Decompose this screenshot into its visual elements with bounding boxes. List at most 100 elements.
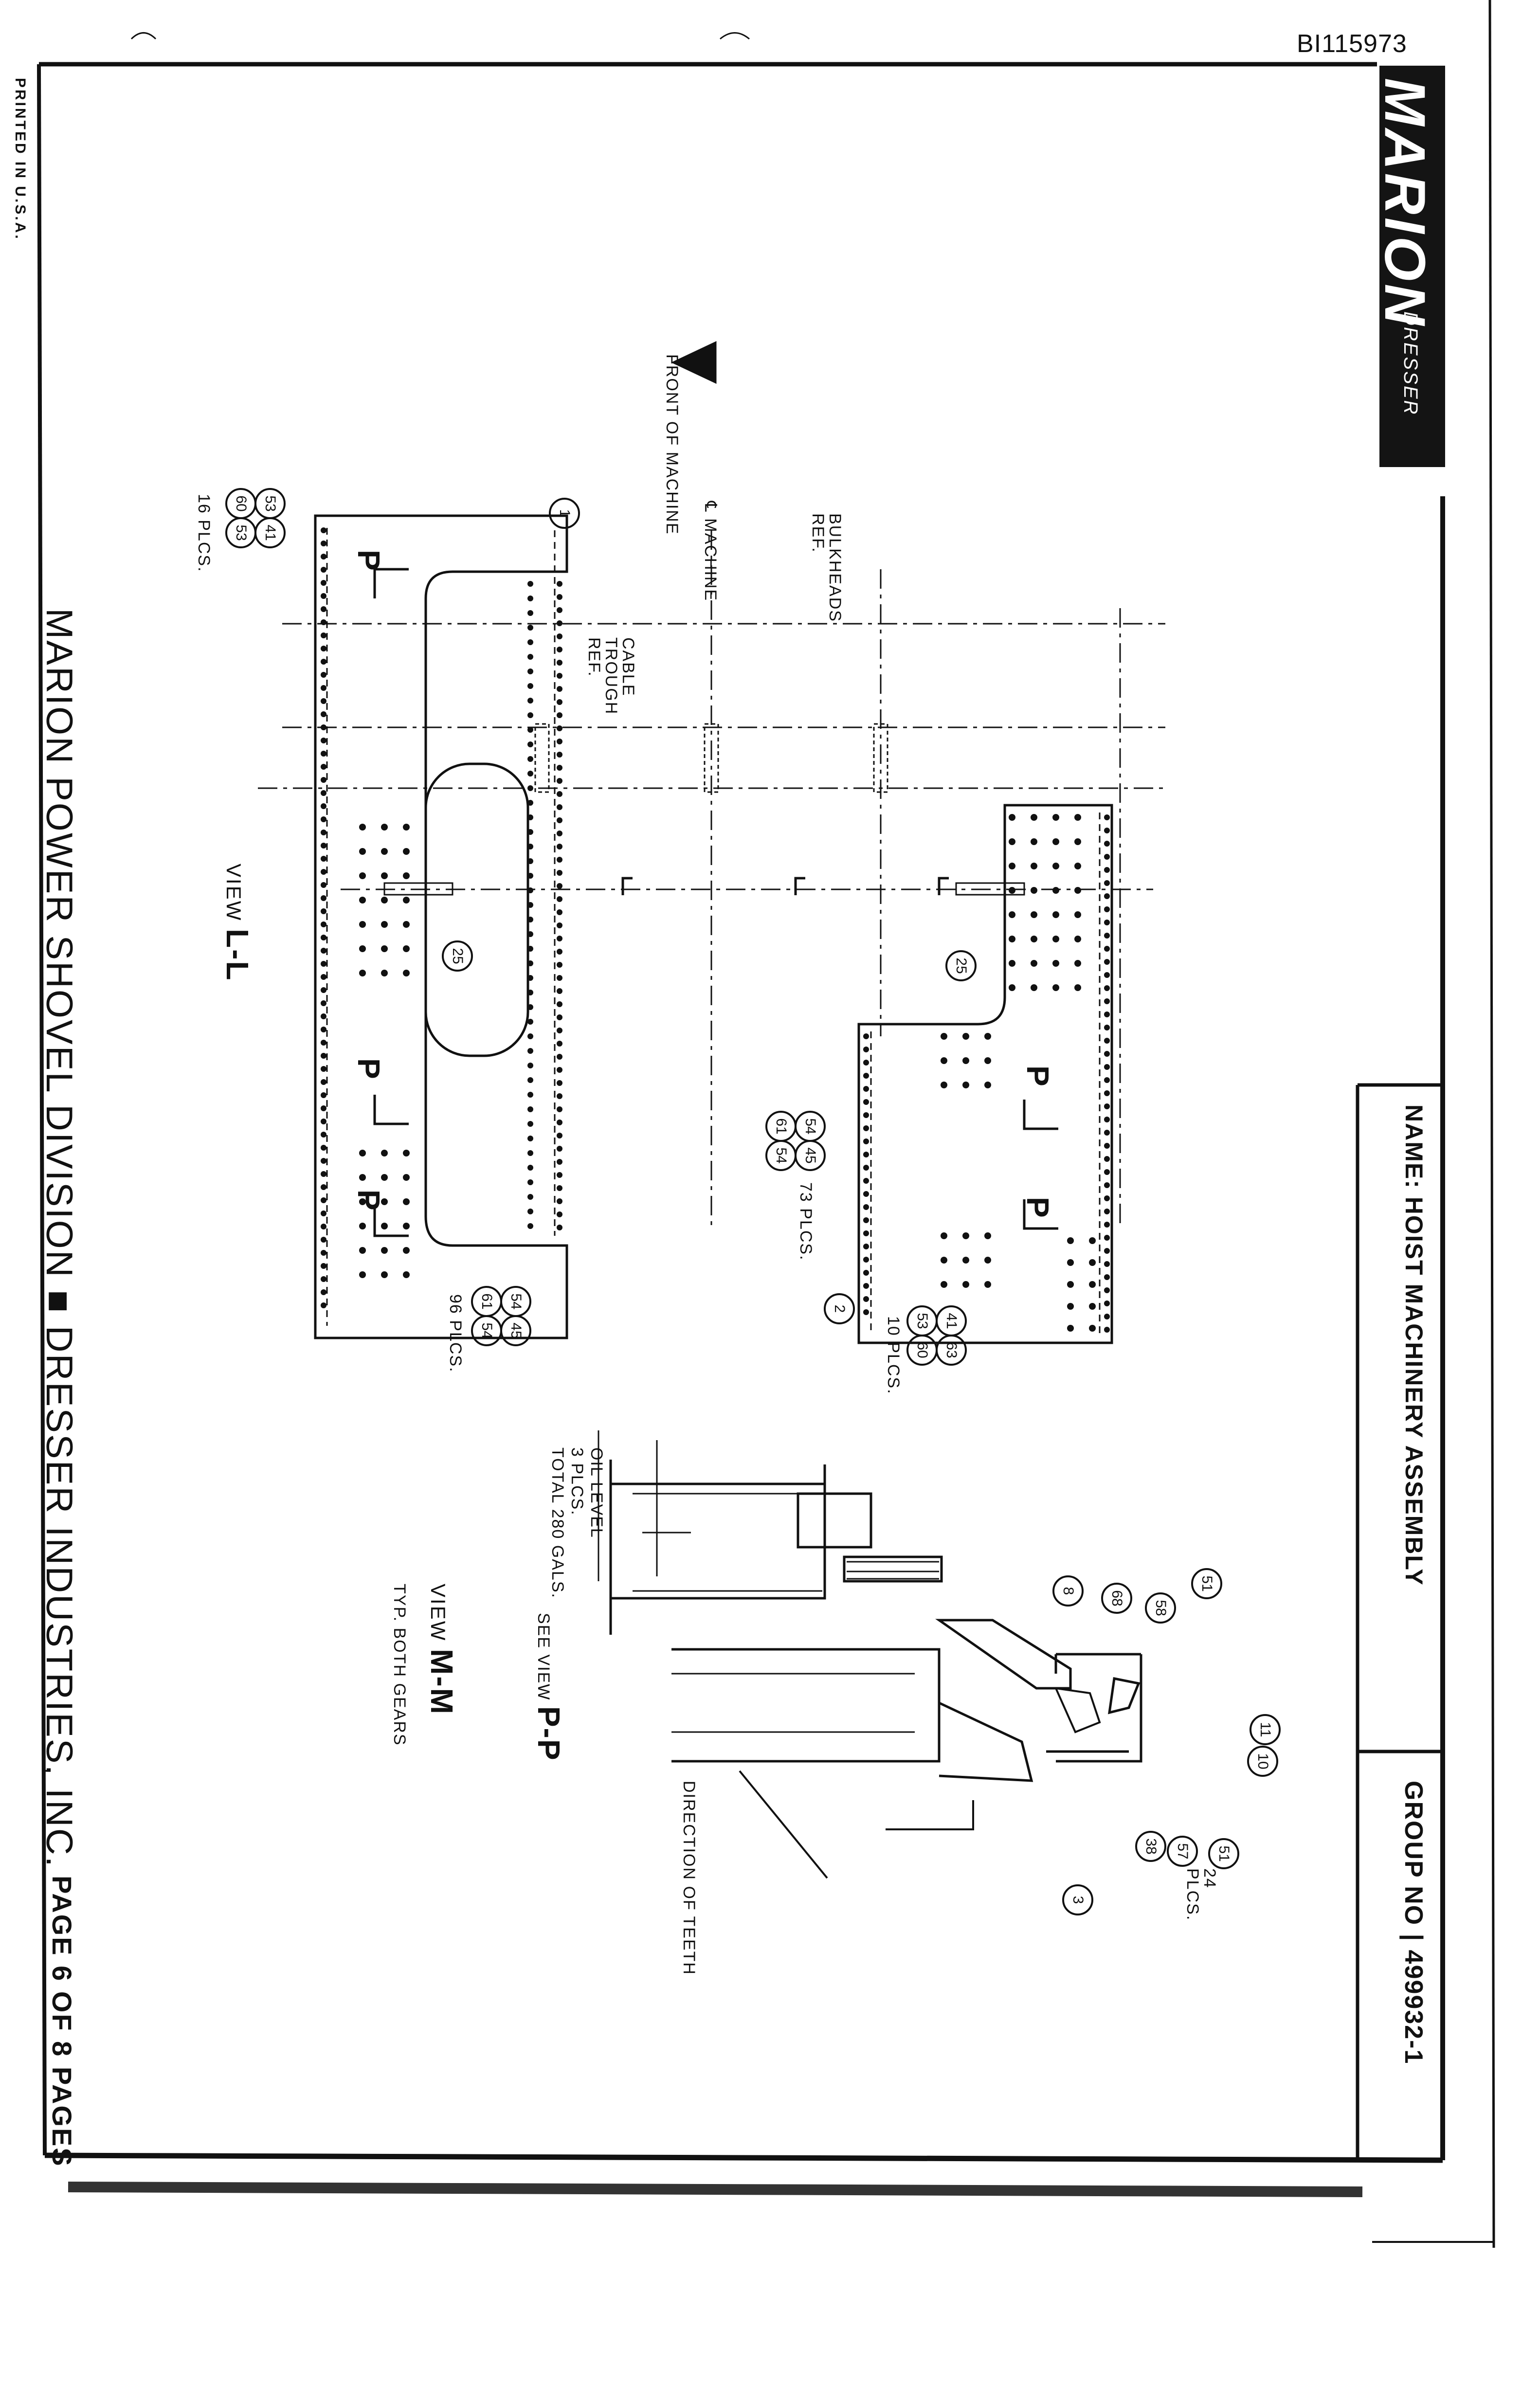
callout-circle-3 — [1062, 1884, 1093, 1915]
callout-circle-53 — [225, 517, 256, 548]
rivet-dot — [941, 1057, 947, 1064]
rivet-dot — [1031, 863, 1037, 869]
rivet-dot — [1074, 984, 1081, 991]
rivet-dot — [1052, 814, 1059, 821]
callout-2: 2 — [832, 1304, 848, 1313]
rivet-dot — [984, 1033, 991, 1040]
rivet-dot — [527, 771, 533, 777]
rivet-dot — [321, 1092, 326, 1098]
callout-38: 38 — [1143, 1838, 1159, 1855]
rivet-dot — [863, 1060, 869, 1066]
document-id: BI115973 — [1297, 30, 1407, 58]
rivet-dot — [863, 1047, 869, 1052]
section-letter-p: P — [351, 1190, 386, 1210]
callout-circle-54 — [765, 1140, 797, 1171]
lower-frame-plate — [314, 514, 568, 1339]
rivet-dot — [527, 683, 533, 689]
rivet-dot — [1067, 1303, 1074, 1310]
rivet-dot — [321, 685, 326, 691]
rivet-dot — [321, 908, 326, 914]
rivet-dot — [1031, 960, 1037, 967]
rivet-dot — [527, 698, 533, 704]
rivet-dot — [1104, 814, 1110, 820]
rivet-dot — [1052, 838, 1059, 845]
rivet-dot — [527, 727, 533, 733]
callout-51: 51 — [1199, 1575, 1215, 1592]
rivet-dot — [1052, 936, 1059, 942]
rivet-dot — [557, 1054, 562, 1060]
rivet-dot — [1104, 1261, 1110, 1267]
rivet-dot — [321, 1276, 326, 1282]
qty-10-label: 10 PLCS. — [884, 1316, 903, 1395]
rivet-dot — [557, 883, 562, 889]
view-ll-letters: L-L — [220, 929, 255, 982]
callout-circle-58 — [1145, 1592, 1176, 1624]
rivet-dot — [557, 739, 562, 744]
rivet-dot — [321, 816, 326, 822]
rivet-dot — [527, 990, 533, 995]
rivet-dot — [321, 593, 326, 599]
rivet-dot — [1104, 946, 1110, 952]
rivet-dot — [557, 778, 562, 784]
rivet-dot — [863, 1125, 869, 1131]
callout-1: 1 — [557, 509, 573, 518]
bulkheads-label: BULKHEADS — [826, 513, 844, 622]
callout-circle-10 — [1247, 1746, 1278, 1777]
rivet-dot — [321, 961, 326, 967]
rivet-dot — [527, 1033, 533, 1039]
rivet-dot — [557, 1028, 562, 1033]
view-mm-title: VIEW M-M — [424, 1584, 460, 1716]
rivet-dot — [1089, 1237, 1096, 1244]
rivet-dot — [1067, 1259, 1074, 1266]
rivet-dot — [1067, 1325, 1074, 1332]
rivet-dot — [1104, 1169, 1110, 1175]
brand-name: MARION — [1373, 78, 1437, 328]
rivet-dot — [527, 1150, 533, 1156]
rivet-dot — [1104, 1117, 1110, 1122]
rivet-dot — [1074, 887, 1081, 894]
rivet-dot — [1104, 1051, 1110, 1057]
rivet-dot — [557, 1198, 562, 1204]
rivet-dot — [527, 596, 533, 601]
rivet-dot — [557, 1014, 562, 1020]
rivet-dot — [1104, 906, 1110, 912]
rivet-dot — [1104, 1235, 1110, 1241]
rivet-dot — [1104, 893, 1110, 899]
rivet-dot — [1052, 863, 1059, 869]
oil-places-label: 3 PLCS. — [568, 1447, 586, 1516]
rivet-dot — [527, 639, 533, 645]
rivet-dot — [1104, 985, 1110, 991]
rivet-dot — [1009, 863, 1015, 869]
callout-61: 61 — [479, 1293, 495, 1310]
rivet-dot — [984, 1057, 991, 1064]
rivet-dot — [321, 803, 326, 809]
rivet-dot — [321, 1237, 326, 1243]
rivet-dot — [321, 724, 326, 730]
rivet-dot — [557, 1211, 562, 1217]
callout-61: 61 — [773, 1118, 789, 1135]
rivet-dot — [321, 921, 326, 927]
callout-10: 10 — [1255, 1753, 1271, 1770]
rivet-dot — [403, 1223, 410, 1229]
rivet-dot — [403, 1198, 410, 1205]
rivet-dot — [403, 945, 410, 952]
rivet-dot — [321, 751, 326, 757]
rivet-dot — [941, 1033, 947, 1040]
rivet-dot — [527, 858, 533, 864]
rivet-dot — [527, 946, 533, 952]
rivet-dot — [557, 1120, 562, 1125]
rivet-dot — [527, 1165, 533, 1171]
rivet-dot — [527, 814, 533, 820]
rivet-dot — [321, 1263, 326, 1269]
rivet-dot — [557, 844, 562, 849]
rivet-dot — [527, 654, 533, 660]
rivet-dot — [381, 921, 388, 928]
rivet-dot — [321, 1197, 326, 1203]
rivet-dot — [557, 949, 562, 955]
callout-circle-60 — [906, 1335, 938, 1366]
rivet-dot — [359, 848, 366, 855]
view-mm-subtitle: TYP. BOTH GEARS — [390, 1584, 409, 1746]
qty-24-label: 24 — [1200, 1868, 1219, 1889]
rivet-dot — [1052, 960, 1059, 967]
